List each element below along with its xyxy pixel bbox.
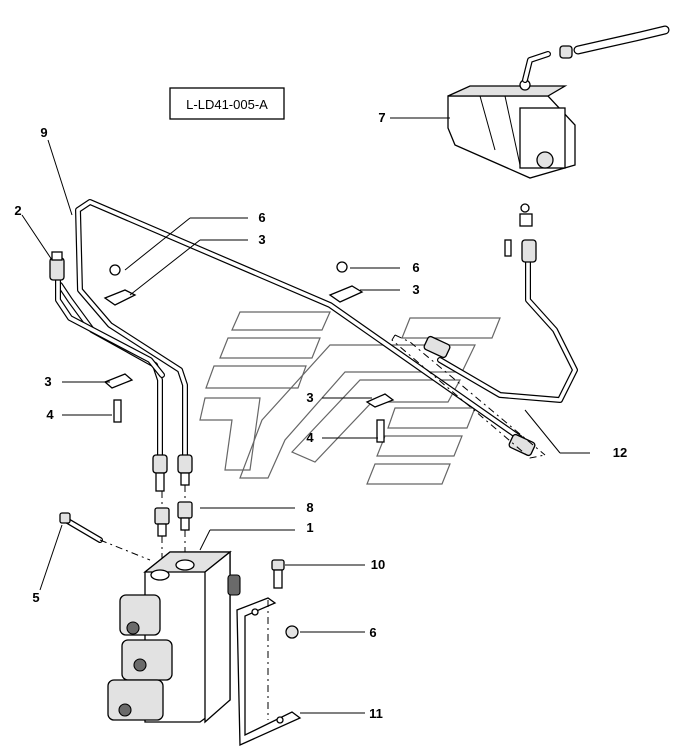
drawing-code: L-LD41-005-A (186, 97, 268, 112)
bolt-10 (271, 559, 285, 589)
valve-block-1 (107, 550, 241, 724)
callout-1: 1 (306, 520, 313, 535)
callout-10: 10 (371, 557, 385, 572)
callout-4-center: 4 (306, 430, 314, 445)
callout-3-left: 3 (44, 374, 51, 389)
callout-8: 8 (306, 500, 313, 515)
tube-2 (49, 251, 165, 378)
bracket-11 (236, 597, 302, 746)
watermark (199, 311, 501, 485)
callout-9: 9 (40, 125, 47, 140)
callout-3-top-left: 3 (258, 232, 265, 247)
leader-lines (21, 117, 590, 714)
callout-2: 2 (14, 203, 21, 218)
pump-7 (447, 79, 576, 227)
callout-12: 12 (613, 445, 627, 460)
callout-3-center: 3 (306, 390, 313, 405)
drawing-code-box (169, 87, 285, 120)
tube-end-fittings (152, 454, 193, 492)
callout-6-bottom: 6 (369, 625, 376, 640)
inlet-hose (522, 25, 670, 83)
callout-7: 7 (378, 110, 385, 125)
callout-3-middle: 3 (412, 282, 419, 297)
callout-6-top-left: 6 (258, 210, 265, 225)
callout-5: 5 (32, 590, 39, 605)
bolts-4 (113, 399, 385, 443)
tube-9 (57, 199, 523, 458)
callout-11: 11 (369, 706, 383, 721)
adapters-8 (154, 485, 193, 560)
bolt-5 (59, 512, 151, 561)
callout-6-middle: 6 (412, 260, 419, 275)
clamps-and-nuts (103, 239, 512, 408)
callouts: 9 2 6 3 6 3 7 3 4 3 4 12 8 1 10 5 6 11 (14, 110, 627, 721)
hose-12 (391, 239, 578, 459)
callout-4-left: 4 (46, 407, 54, 422)
